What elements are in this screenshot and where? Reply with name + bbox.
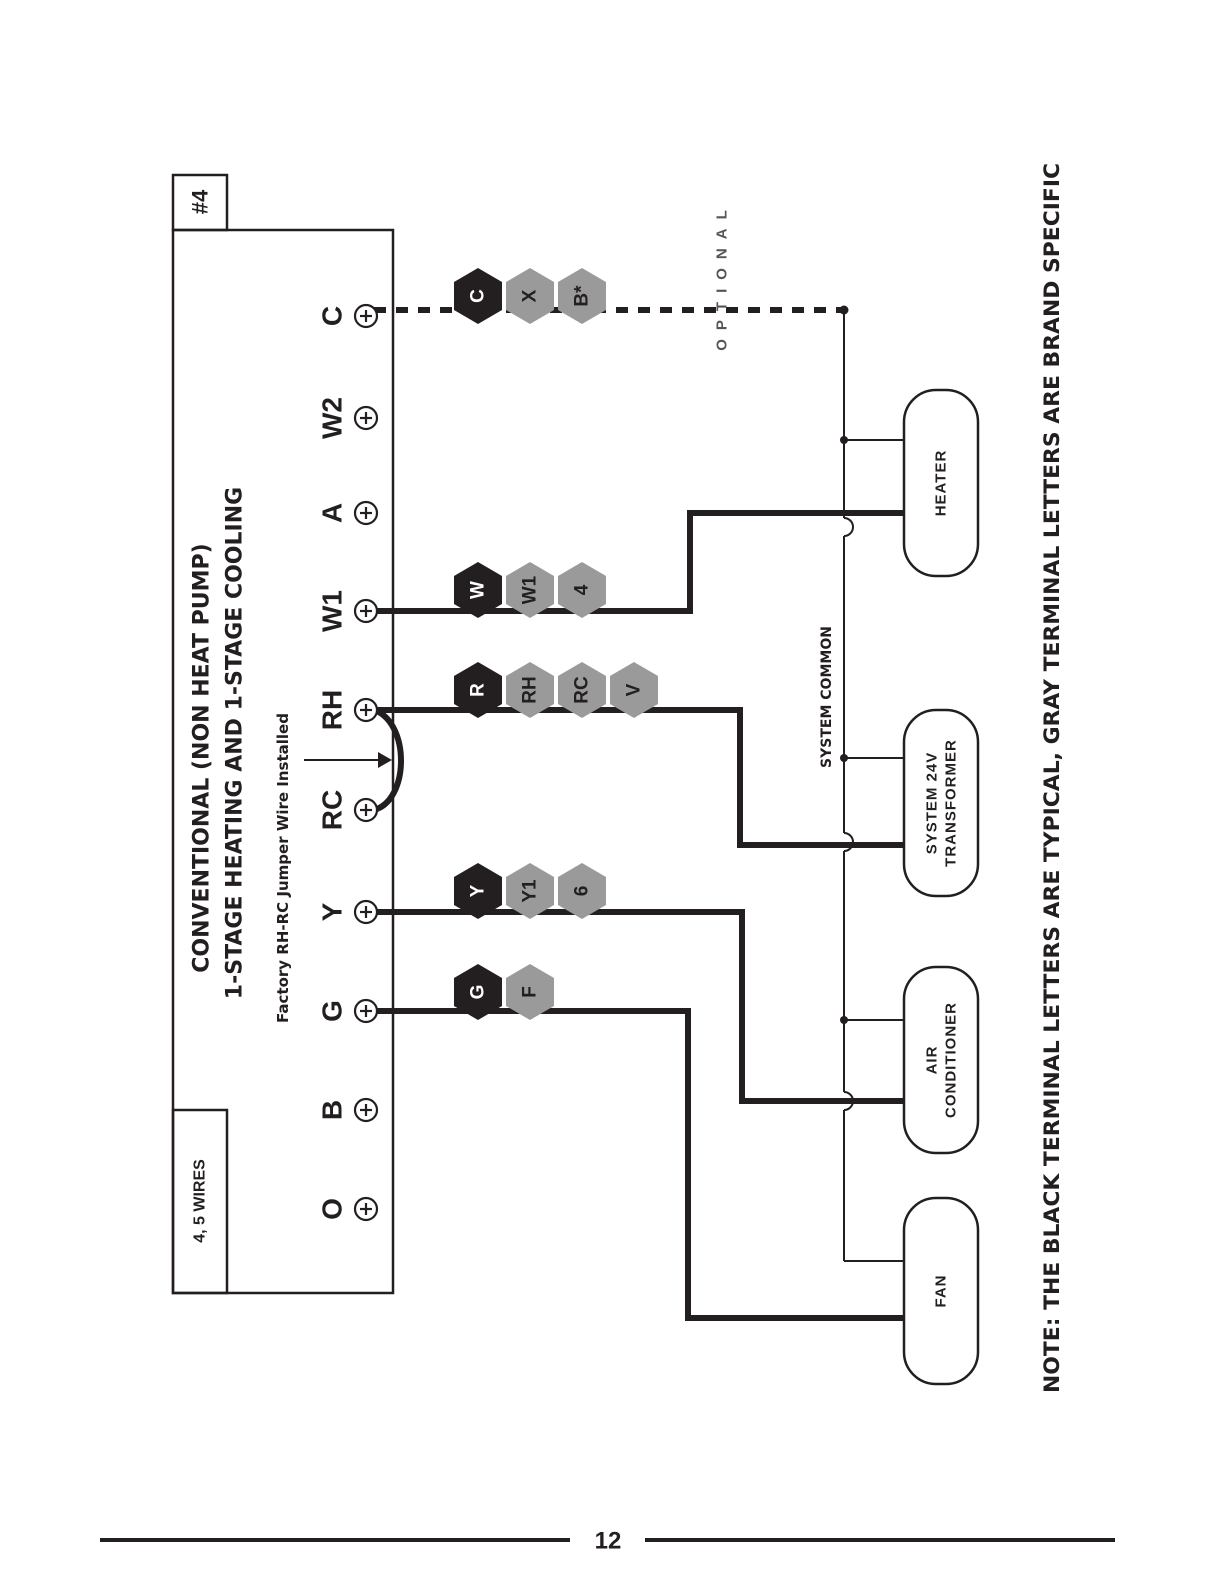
rh-rc-jumper (372, 707, 404, 813)
fan-box (902, 1196, 980, 1386)
screw-o (353, 1196, 379, 1222)
terminal-label-w2: W2 (317, 397, 348, 439)
screw-rh (353, 697, 379, 723)
ac-box (902, 965, 980, 1155)
terminal-label-w1: W1 (317, 590, 348, 632)
tags-c: C X B* (454, 268, 606, 324)
equipment-fan: FAN (902, 1196, 980, 1386)
tags-w1: W W1 4 (454, 562, 606, 618)
rh-wire (374, 707, 904, 848)
jumper-arrow-head (378, 752, 392, 768)
tag-hex (610, 662, 658, 718)
tag-rh-r: R (468, 683, 489, 697)
ac-label-line1: AIR (924, 1046, 941, 1075)
tag-hex (558, 268, 606, 324)
tag-hex (558, 562, 606, 618)
system-common-label: SYSTEM COMMON (819, 626, 835, 768)
screw-w2 (353, 405, 379, 431)
tag-hex (506, 562, 554, 618)
screw-y (353, 899, 379, 925)
screw-a (353, 500, 379, 526)
fan-label: FAN (933, 1275, 950, 1308)
equipment-transformer: SYSTEM 24V TRANSFORMER (902, 708, 980, 898)
terminal-label-rh: RH (317, 690, 348, 730)
screw-g (353, 998, 379, 1024)
tag-rh-rc: RC (572, 676, 593, 704)
bus-node-ac (840, 1016, 848, 1024)
equipment-heater: HEATER (902, 388, 980, 578)
tag-c-b: B* (572, 285, 593, 307)
transformer-box (902, 708, 980, 898)
diagram-title: CONVENTIONAL (NON HEAT PUMP) (190, 543, 215, 972)
tag-w1-4: 4 (572, 584, 593, 595)
transformer-label-line2: TRANSFORMER (943, 739, 960, 867)
tags-g: G F (454, 964, 554, 1020)
tag-hex (454, 863, 502, 919)
tag-rh-rh: RH (520, 676, 541, 703)
tags-y: Y Y1 6 (454, 863, 606, 919)
screw-w1 (353, 598, 379, 624)
wires-count-box (171, 1108, 229, 1295)
tag-c-x: X (520, 289, 541, 302)
tag-hex (558, 662, 606, 718)
tag-g-f: F (520, 986, 541, 998)
jumper-note: Factory RH-RC Jumper Wire Installed (274, 713, 292, 1023)
tag-rh-v: V (624, 683, 645, 696)
terminal-label-a: A (317, 503, 348, 523)
tag-hex (454, 662, 502, 718)
brand-note: NOTE: THE BLACK TERMINAL LETTERS ARE TYP… (1040, 163, 1064, 1393)
optional-text: OPTIONAL (714, 201, 731, 351)
tag-hex (506, 268, 554, 324)
heater-label: HEATER (933, 450, 950, 517)
equipment-air-conditioner: AIR CONDITIONER (902, 965, 980, 1155)
terminal-label-b: B (317, 1100, 348, 1120)
tag-y-y1: Y1 (520, 879, 541, 903)
optional-label: OPTIONAL (714, 201, 731, 351)
terminal-label-y: Y (317, 902, 348, 921)
w1-wire (374, 510, 904, 614)
system-common-bus (843, 310, 904, 1262)
terminal-label-rc: RC (317, 790, 348, 830)
screw-b (353, 1097, 379, 1123)
bus-node-transformer (840, 754, 848, 762)
tags-rh: R RH RC V (454, 662, 658, 718)
tag-c-c: C (468, 289, 489, 303)
terminal-label-o: O (317, 1198, 348, 1220)
diagram-number-box (171, 173, 229, 232)
tag-hex (558, 863, 606, 919)
page-number: 12 (595, 1528, 622, 1555)
ac-label-line2: CONDITIONER (943, 1002, 960, 1118)
y-wire (374, 909, 904, 1104)
screw-c (353, 303, 379, 329)
g-wire (374, 1008, 904, 1321)
tag-y-y: Y (468, 884, 489, 897)
tag-w1-w: W (468, 581, 489, 599)
tag-hex (506, 964, 554, 1020)
wires-count-label: 4, 5 WIRES (192, 1159, 209, 1243)
diagram-number: #4 (188, 189, 213, 214)
thermostat-panel (171, 228, 395, 1295)
heater-box (902, 388, 980, 578)
transformer-label-line1: SYSTEM 24V (924, 752, 941, 855)
tag-hex (454, 562, 502, 618)
diagram-subtitle: 1-STAGE HEATING AND 1-STAGE COOLING (223, 487, 248, 999)
tag-g-g: G (468, 985, 489, 1000)
bus-node-heater (840, 436, 848, 444)
screw-rc (353, 797, 379, 823)
tag-y-6: 6 (572, 886, 593, 897)
tag-hex (506, 863, 554, 919)
tag-hex (454, 964, 502, 1020)
tag-w1-w1: W1 (520, 575, 541, 604)
screw-terminals (353, 303, 379, 1222)
tag-hex (454, 268, 502, 324)
tag-hex (506, 662, 554, 718)
terminal-row: O B G Y RC RH W1 A W2 C (317, 306, 348, 1220)
terminal-label-g: G (317, 1000, 348, 1022)
terminal-label-c: C (317, 306, 348, 326)
